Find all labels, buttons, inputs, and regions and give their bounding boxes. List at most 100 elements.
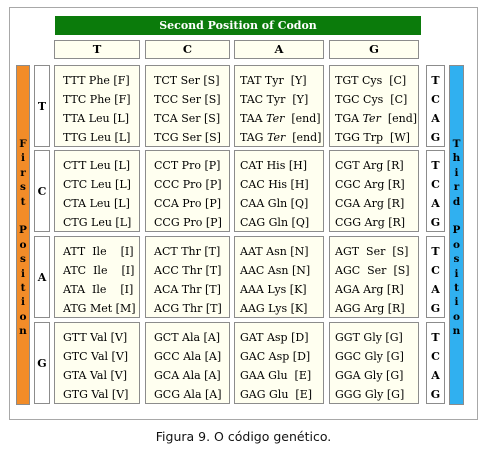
codon-entry: AAA Lys [K] xyxy=(240,283,307,296)
codon-entry: TCG Ser [S] xyxy=(154,131,221,144)
codon-entry: ACA Thr [T] xyxy=(154,283,221,296)
codon-entry: TTC Phe [F] xyxy=(63,93,131,106)
codon-entry: GCA Ala [A] xyxy=(154,369,221,382)
codon-cell-aa: AAT Asn [N] AAC Asn [N] AAA Lys [K] AAG Lys… xyxy=(234,236,324,318)
codon-entry: GGA Gly [G] xyxy=(335,369,404,382)
codon-entry: ACT Thr [T] xyxy=(154,245,221,258)
codon-entry: TCA Ser [S] xyxy=(154,112,221,125)
codon-entry: AGC Ser [S] xyxy=(335,264,410,277)
codon-cell-ct: CTT Leu [L]CTC Leu [L]CTA Leu [L]CTG Leu… xyxy=(54,150,140,232)
third-base-t: T xyxy=(431,245,440,258)
first-position-g: G xyxy=(34,322,50,404)
codon-entry: ATT Ile [I] xyxy=(63,245,134,258)
third-base-c: C xyxy=(431,93,440,106)
codon-entry: AGG Arg [R] xyxy=(335,302,405,315)
third-position-stripe: T h i r d P o s i t i o n xyxy=(449,65,464,405)
codon-entry: GCC Ala [A] xyxy=(154,350,222,363)
codon-entry: CCT Pro [P] xyxy=(154,159,221,172)
codon-entry: CCC Pro [P] xyxy=(154,178,222,191)
codon-entry: TCC Ser [S] xyxy=(154,93,221,106)
codon-entry: TTG Leu [L] xyxy=(63,131,131,144)
codon-entry: ATG Met [M] xyxy=(63,302,136,315)
second-position-header: Second Position of Codon xyxy=(55,16,421,35)
codon-entry: TGA Ter [end] xyxy=(335,112,418,125)
codon-cell-gg: GGT Gly [G] GGC Gly [G] GGA Gly [G] GGG Gly… xyxy=(329,322,419,404)
codon-entry: AAC Asn [N] xyxy=(240,264,311,277)
third-base-g: G xyxy=(430,131,441,144)
codon-entry: CGG Arg [R] xyxy=(335,216,406,229)
codon-entry: CGA Arg [R] xyxy=(335,197,405,210)
second-position-a: A xyxy=(234,40,324,59)
codon-cell-at: ATT Ile [I] ATC Ile [I] ATA Ile [I] ATG Met… xyxy=(54,236,140,318)
codon-cell-gt: GTT Val [V] GTC Val [V] GTA Val [V] GTG Val… xyxy=(54,322,140,404)
codon-entry: AGT Ser [S] xyxy=(335,245,409,258)
codon-cell-ac: ACT Thr [T]ACC Thr [T]ACA Thr [T]ACG Thr… xyxy=(145,236,230,318)
codon-entry: ACG Thr [T] xyxy=(154,302,222,315)
codon-entry: CTT Leu [L] xyxy=(63,159,131,172)
codon-entry: GTC Val [V] xyxy=(63,350,129,363)
figure-caption: Figura 9. O código genético. xyxy=(155,429,332,444)
codon-entry: AGA Arg [R] xyxy=(335,283,404,296)
third-base-t: T xyxy=(431,331,440,344)
codon-cell-cg: CGT Arg [R] CGC Arg [R] CGA Arg [R] CGG Arg… xyxy=(329,150,419,232)
codon-entry: GGT Gly [G] xyxy=(335,331,403,344)
third-base-c: C xyxy=(431,178,440,191)
codon-entry: GAT Asp [D] xyxy=(240,331,309,344)
third-base-g: G xyxy=(430,216,441,229)
codon-cell-cc: CCT Pro [P]CCC Pro [P]CCA Pro [P]CCG Pro… xyxy=(145,150,230,232)
codon-entry: CAG Gln [Q] xyxy=(240,216,310,229)
codon-entry: CAT His [H] xyxy=(240,159,308,172)
codon-entry: GGG Gly [G] xyxy=(335,388,405,401)
codon-entry: TTA Leu [L] xyxy=(63,112,129,125)
codon-entry: AAG Lys [K] xyxy=(240,302,308,315)
codon-entry: TGG Trp [W] xyxy=(335,131,410,144)
codon-cell-ag: AGT Ser [S] AGC Ser [S] AGA Arg [R] AGG Arg… xyxy=(329,236,419,318)
codon-entry: GAC Asp [D] xyxy=(240,350,311,363)
codon-entry: CAA Gln [Q] xyxy=(240,197,309,210)
codon-entry: CTC Leu [L] xyxy=(63,178,131,191)
codon-entry: TGC Cys [C] xyxy=(335,93,408,106)
codon-entry: GGC Gly [G] xyxy=(335,350,404,363)
third-base-a: A xyxy=(431,112,440,125)
codon-entry: TCT Ser [S] xyxy=(154,74,220,87)
codon-entry: CCA Pro [P] xyxy=(154,197,222,210)
codon-entry: CAC His [H] xyxy=(240,178,309,191)
third-base-g: G xyxy=(430,302,441,315)
codon-cell-gc: GCT Ala [A]GCC Ala [A]GCA Ala [A]GCG Ala… xyxy=(145,322,230,404)
codon-entry: AAT Asn [N] xyxy=(240,245,309,258)
first-position-a: A xyxy=(34,236,50,318)
codon-entry: GTT Val [V] xyxy=(63,331,128,344)
codon-entry: TTT Phe [F] xyxy=(63,74,130,87)
codon-entry: TAC Tyr [Y] xyxy=(240,93,309,106)
third-base-t: T xyxy=(431,74,440,87)
codon-entry: CTG Leu [L] xyxy=(63,216,132,229)
first-position-label: F i r s t P o s i t i o n xyxy=(19,138,27,338)
third-base-a: A xyxy=(431,197,440,210)
codon-entry: ATA Ile [I] xyxy=(63,283,134,296)
third-base-g: G xyxy=(430,388,441,401)
second-position-g: G xyxy=(329,40,419,59)
third-base-c: C xyxy=(431,350,440,363)
first-position-t: T xyxy=(34,65,50,147)
codon-entry: ATC Ile [I] xyxy=(63,264,135,277)
codon-entry: CGT Arg [R] xyxy=(335,159,404,172)
codon-entry: CGC Arg [R] xyxy=(335,178,405,191)
codon-entry: GTA Val [V] xyxy=(63,369,127,382)
codon-cell-tg: TGT Cys [C]TGC Cys [C]TGA Ter [end]TGG T… xyxy=(329,65,419,147)
second-position-c: C xyxy=(145,40,230,59)
codon-entry: TAA Ter [end] xyxy=(240,112,321,125)
first-position-c: C xyxy=(34,150,50,232)
codon-entry: GAA Glu [E] xyxy=(240,369,312,382)
codon-cell-tc: TCT Ser [S] TCC Ser [S] TCA Ser [S] TCG Ser… xyxy=(145,65,230,147)
codon-entry: GTG Val [V] xyxy=(63,388,129,401)
third-position-label: T h i r d P o s i t i o n xyxy=(452,138,461,338)
codon-entry: TAT Tyr [Y] xyxy=(240,74,307,87)
codon-cell-ca: CAT His [H] CAC His [H] CAA Gln [Q] CAG Gln… xyxy=(234,150,324,232)
codon-entry: GCG Ala [A] xyxy=(154,388,222,401)
codon-entry: TAG Ter [end] xyxy=(240,131,322,144)
codon-cell-ta: TAT Tyr [Y] TAC Tyr [Y] TAA Ter [end] TAG T… xyxy=(234,65,324,147)
